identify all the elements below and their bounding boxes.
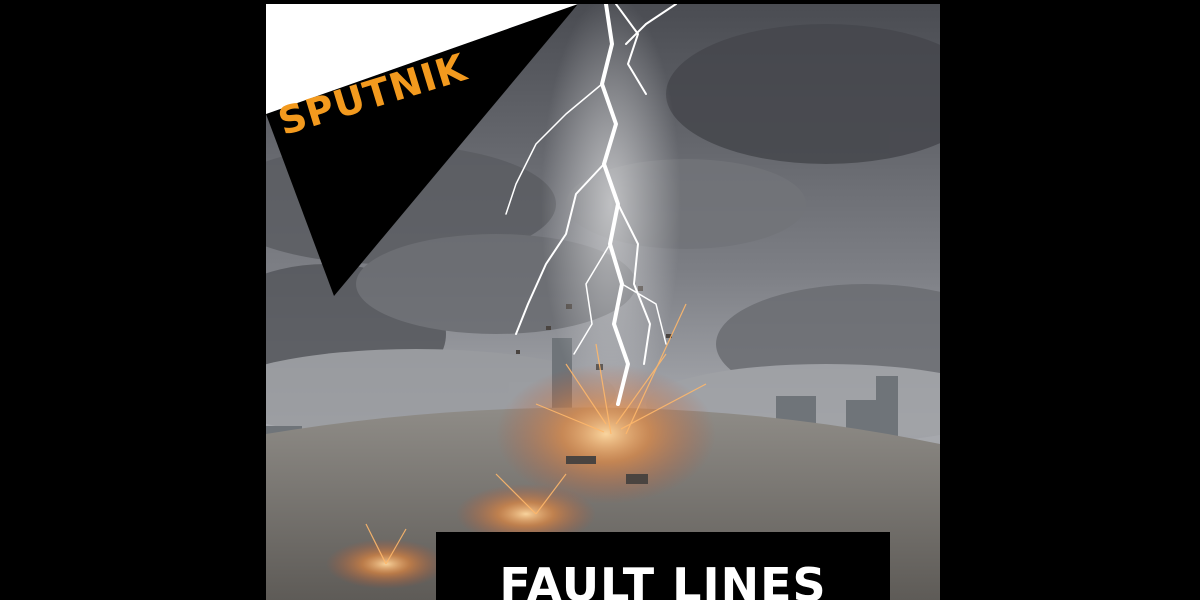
title-banner: FAULT LINES xyxy=(436,532,890,600)
podcast-cover-art: SPUTNIK FAULT LINES xyxy=(266,4,940,600)
podcast-title: FAULT LINES xyxy=(499,558,827,600)
lightning-bolt xyxy=(505,4,677,406)
white-corner xyxy=(266,4,578,114)
impact-explosion xyxy=(496,364,716,504)
logo-triangle xyxy=(266,4,578,296)
sparks xyxy=(365,303,707,565)
